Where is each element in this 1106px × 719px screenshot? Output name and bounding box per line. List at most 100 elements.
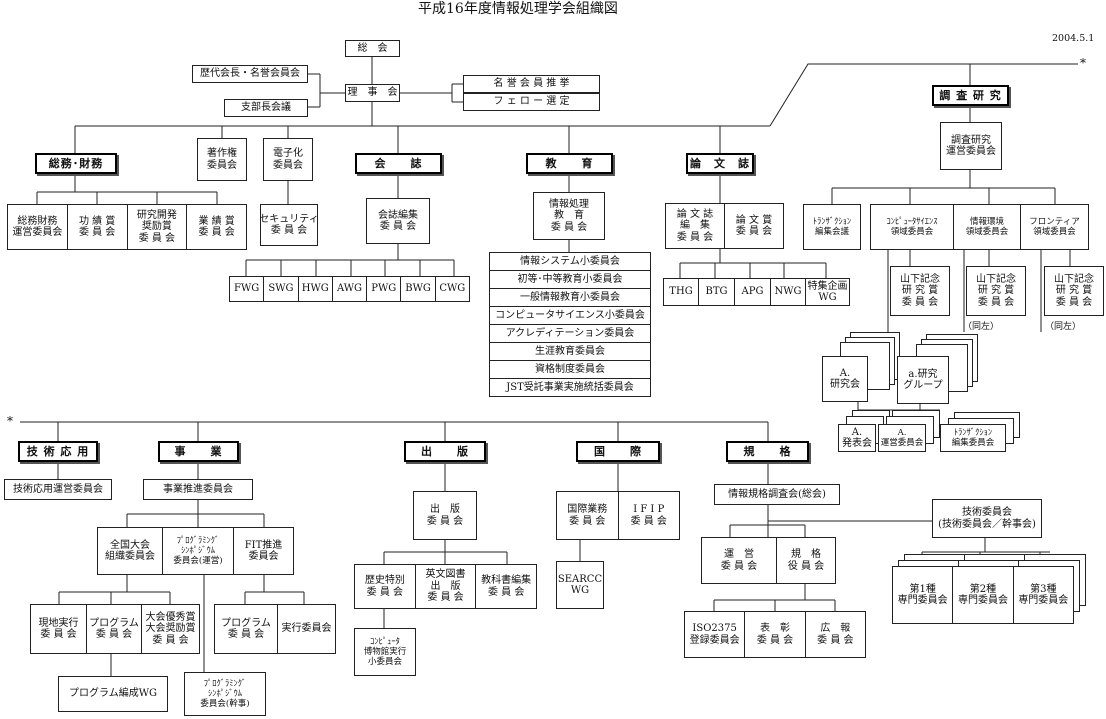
ronbun-wg: 特集企画 WG (807, 280, 848, 304)
shuppan-unit: 歴史特別 委 員 会 (355, 565, 416, 608)
gijutsu-header: 技 術 応 用 (18, 441, 98, 462)
kikaku-unit: 規 格 役 員 会 (787, 549, 825, 572)
kyouiku-header: 教 育 (526, 153, 613, 174)
yamashita-award-frontier: 山下記念 研 究 賞 委 員 会 (1044, 266, 1104, 316)
ronbun-wg: NWG (771, 279, 806, 305)
transaction-editorial-meeting: ﾄﾗﾝｻﾞｸｼｮﾝ 編集会議 (803, 204, 861, 250)
honorary-recommend-box: 名 誉 会 員 推 挙 (463, 75, 600, 93)
kokusai-units: 国際業務 委 員 会 I F I P 委 員 会 (556, 491, 680, 540)
jigyou-promotion-committee: 事業推進委員会 (143, 479, 253, 500)
prog-sympo-exec-box: ﾌﾟﾛｸﾞﾗﾐﾝｸﾞ ｼﾝﾎﾟｼﾞｳﾑ 委員会(幹事) (184, 672, 266, 716)
wg-item: AWG (333, 277, 368, 301)
jigyou-unit: 全国大会 組織委員会 (98, 528, 163, 574)
former-presidents-box: 歴代会長・名誉会員会 (192, 65, 308, 83)
fit-unit: 実行委員会 (281, 623, 332, 635)
soumu-unit: 業 績 賞 委 員 会 (198, 215, 235, 239)
same-as-left-1: （同左） (963, 322, 1000, 332)
kokusai-header: 国 際 (576, 441, 660, 462)
wg-item: BWG (401, 277, 436, 301)
kikaku-bottom-unit: 表 彰 委 員 会 (745, 612, 806, 657)
ronbunshi-header: 論 文 誌 (686, 153, 754, 174)
ronbun-wg-row: THG BTG APG NWG 特集企画 WG (663, 278, 850, 306)
taikai-unit: 大会優秀賞 大会奨励賞 委 員 会 (145, 611, 196, 646)
ronbun-wg: THG (664, 279, 699, 305)
soumu-unit: 功 績 賞 委 員 会 (68, 205, 128, 249)
ronbun-unit: 論 文 誌 編 集 委 員 会 (666, 204, 725, 248)
jigyou-header: 事 業 (158, 441, 239, 462)
senmon-committee: 第2種 専門委員会 (953, 567, 1014, 623)
kokusai-unit: 国際業務 委 員 会 (557, 492, 619, 539)
kikaku-bottom-unit: ISO2375 登録委員会 (685, 612, 746, 657)
searcc-wg-box: SEARCC WG (556, 561, 604, 609)
kyouiku-sub: 資格制度委員会 (489, 360, 651, 379)
page-title: 平成16年度情報処理学会組織図 (418, 1, 618, 17)
kyouiku-sub: コンピュータサイエンス小委員会 (489, 306, 651, 325)
wg-item: CWG (439, 283, 466, 295)
kyouiku-sub-list: 情報システム小委員会 初等･中等教育小委員会 一般情報教育小委員会 コンピュータ… (489, 252, 651, 397)
shuppan-committee: 出 版 委 員 会 (413, 491, 477, 540)
asterisk-top: * (1080, 56, 1086, 70)
kikaku-bottom-units: ISO2375 登録委員会 表 彰 委 員 会 広 報 委 員 会 (684, 611, 866, 658)
shuppan-unit: 教科書編集 委 員 会 (481, 575, 532, 598)
taikai-unit: プログラム 委 員 会 (87, 605, 142, 653)
fit-units: プログラム 委 員 会 実行委員会 (214, 604, 336, 654)
transaction-editorial-committee: ﾄﾗﾝｻﾞｸｼｮﾝ 編集委員会 (940, 424, 1006, 452)
ecommerce-committee: 電子化 委員会 (263, 138, 313, 181)
yamashita-award-env: 山下記念 研 究 賞 委 員 会 (966, 266, 1026, 316)
domain-committee: フロンティア 領域委員会 (1029, 217, 1080, 237)
security-committee: セキュリティ 委 員 会 (260, 204, 318, 246)
research-group-box: A. 研究会 (822, 356, 868, 402)
copyright-committee: 著作権 委員会 (197, 138, 247, 181)
date-label: 2004.5.1 (1052, 33, 1095, 44)
branch-meeting-box: 支部長会議 (224, 99, 308, 117)
jigyou-unit: ﾌﾟﾛｸﾞﾗﾐﾝｸﾞ ｼﾝﾎﾟｼﾞｳﾑ 委員会(運営) (163, 528, 234, 574)
taikai-unit: 現地実行 委 員 会 (31, 605, 87, 653)
shuppan-header: 出 版 (404, 441, 486, 462)
kyouiku-committee: 情報処理 教 育 委 員 会 (533, 192, 605, 240)
fit-unit: プログラム 委 員 会 (215, 605, 278, 653)
jigyou-units: 全国大会 組織委員会 ﾌﾟﾛｸﾞﾗﾐﾝｸﾞ ｼﾝﾎﾟｼﾞｳﾑ 委員会(運営) F… (97, 527, 294, 575)
ronbun-wg: APG (735, 279, 771, 305)
soumu-units: 総務財務 運営委員会 功 績 賞 委 員 会 研究開発 奨励賞 委 員 会 業 … (7, 204, 247, 250)
kaishi-header: 会 誌 (355, 153, 442, 174)
taikai-units: 現地実行 委 員 会 プログラム 委 員 会 大会優秀賞 大会奨励賞 委 員 会 (30, 604, 200, 654)
same-as-left-2: （同左） (1045, 322, 1082, 332)
kokusai-unit: I F I P 委 員 会 (630, 504, 667, 527)
fellow-selection-box: フ ェ ロ ー 選 定 (463, 93, 600, 111)
wg-item: HWG (299, 277, 333, 301)
presentation-box: A. 発表会 (838, 424, 876, 452)
domain-committee: ｺﾝﾋﾟｭｰﾀｻｲｴﾝｽ 領域委員会 (871, 205, 954, 249)
chousa-header: 調 査 研 究 (932, 85, 1009, 106)
gijutsu-steering-committee: 技術応用運営委員会 (4, 479, 112, 500)
soumu-unit: 研究開発 奨励賞 委 員 会 (128, 205, 188, 249)
chousa-domain-units: ｺﾝﾋﾟｭｰﾀｻｲｴﾝｽ 領域委員会 情報環境 領域委員会 フロンティア 領域委… (870, 204, 1089, 250)
chousa-steering-committee: 調査研究 運営委員会 (940, 122, 1002, 170)
wg-item: FWG (230, 277, 265, 301)
kikaku-bottom-unit: 広 報 委 員 会 (817, 623, 854, 646)
kyouiku-sub: 生涯教育委員会 (489, 342, 651, 361)
steering-committee-box: A. 運営委員会 (878, 424, 926, 452)
soumu-header: 総務･財務 (35, 153, 117, 174)
ronbun-unit: 論 文 賞 委 員 会 (735, 214, 773, 238)
kaishi-wg-row: FWG SWG HWG AWG PWG BWG CWG (229, 276, 470, 302)
shuppan-units: 歴史特別 委 員 会 英文図書 出 版 委 員 会 教科書編集 委 員 会 (354, 564, 537, 609)
wg-item: SWG (264, 277, 299, 301)
asterisk-bottom: * (7, 414, 13, 428)
wg-item: PWG (367, 277, 402, 301)
kyouiku-sub: アクレディテーション委員会 (489, 324, 651, 343)
yamashita-award-cs: 山下記念 研 究 賞 委 員 会 (890, 266, 950, 316)
kikaku-units: 運 営 委 員 会 規 格 役 員 会 (701, 537, 836, 584)
senmon-units: 第1種 専門委員会 第2種 専門委員会 第3種 専門委員会 (892, 566, 1074, 624)
gijutsu-committee-box: 技術委員会 (技術委員会／幹事会) (932, 499, 1042, 538)
research-subgroup-box: a.研究 グループ (897, 356, 949, 404)
board-box: 理 事 会 (345, 84, 400, 102)
kyouiku-sub: 情報システム小委員会 (489, 252, 651, 271)
kyouiku-sub: 初等･中等教育小委員会 (489, 270, 651, 289)
kikaku-unit: 運 営 委 員 会 (702, 538, 777, 583)
kikaku-header: 規 格 (726, 441, 809, 462)
senmon-committee: 第1種 専門委員会 (893, 567, 954, 623)
domain-committee: 情報環境 領域委員会 (954, 205, 1021, 249)
kyouiku-sub: 一般情報教育小委員会 (489, 288, 651, 307)
soumu-unit: 総務財務 運営委員会 (8, 205, 68, 249)
ronbun-wg: BTG (699, 279, 735, 305)
